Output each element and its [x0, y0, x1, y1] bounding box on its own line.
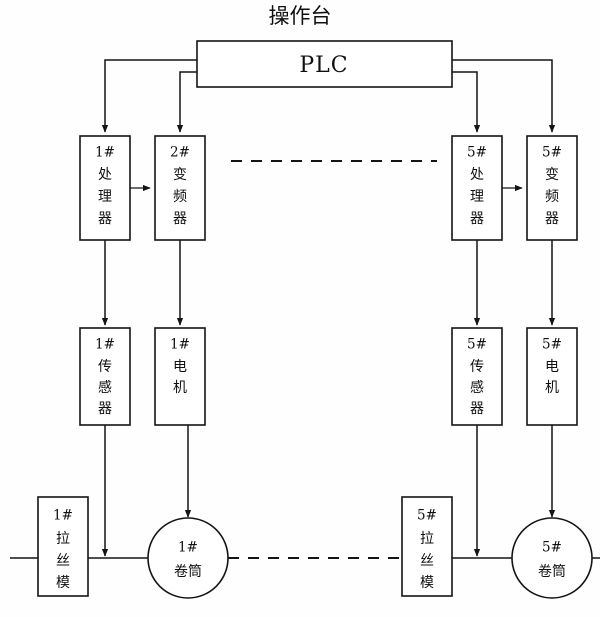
node-inverter-5-line4: 器: [545, 211, 559, 227]
node-sensor-5-line4: 器: [470, 401, 484, 417]
node-sensor-1-line2: 传: [98, 359, 112, 375]
node-die-1[interactable]: [37, 496, 89, 597]
node-processor-5-id: 5#: [467, 145, 487, 161]
node-sensor-1-id: 1#: [95, 337, 115, 353]
node-processor-1-line4: 器: [98, 211, 112, 227]
node-die-5[interactable]: [401, 496, 453, 597]
node-motor-5-id: 5#: [542, 337, 562, 353]
node-drum-1[interactable]: [147, 517, 229, 599]
link-plc-to-processor-5: [452, 71, 481, 133]
node-drum-5-name: 卷筒: [538, 563, 566, 580]
node-motor-1-id: 1#: [170, 337, 190, 353]
page-title: 操作台: [269, 4, 332, 28]
node-inverter-2-line3: 频: [173, 189, 187, 205]
link-plc-to-processor-1: [101, 59, 197, 133]
node-die-5-id: 5#: [417, 508, 437, 524]
node-sensor-5-line3: 感: [470, 379, 484, 396]
node-inverter-5[interactable]: [526, 135, 578, 241]
node-drum-5-id: 5#: [542, 540, 562, 556]
node-die-5-line3: 丝: [420, 553, 434, 569]
node-inverter-2-id: 2#: [170, 145, 190, 161]
node-processor-1-line3: 理: [98, 189, 112, 205]
node-sensor-5-line2: 传: [470, 359, 484, 375]
node-inverter-5-id: 5#: [542, 145, 562, 161]
node-processor-5-line3: 理: [470, 189, 484, 205]
node-sensor-5-id: 5#: [467, 337, 487, 353]
node-inverter-2-line2: 变: [173, 167, 187, 183]
link-plc-to-inverter-2: [176, 71, 197, 133]
node-motor-5-line3: 机: [545, 380, 559, 396]
node-die-1-line4: 模: [56, 575, 70, 591]
plc-box[interactable]: [196, 40, 453, 88]
node-drum-5[interactable]: [511, 517, 593, 599]
node-inverter-5-line2: 变: [545, 167, 559, 183]
link-plc-to-inverter-5: [452, 59, 556, 133]
plc-label: PLC: [299, 53, 348, 78]
node-die-5-line2: 拉: [420, 531, 434, 547]
node-die-5-line4: 模: [420, 575, 434, 591]
node-sensor-1-line3: 感: [98, 379, 112, 396]
node-processor-1-line2: 处: [98, 167, 112, 183]
node-drum-1-name: 卷筒: [174, 563, 202, 580]
node-processor-5-line2: 处: [470, 167, 484, 183]
node-sensor-1-line4: 器: [98, 401, 112, 417]
node-inverter-5-line3: 频: [545, 189, 559, 205]
node-sensor-1[interactable]: [79, 327, 131, 426]
node-motor-1[interactable]: [154, 327, 206, 426]
node-die-1-line2: 拉: [56, 531, 70, 547]
node-die-1-line3: 丝: [56, 553, 70, 569]
node-processor-5-line4: 器: [470, 211, 484, 227]
node-processor-1-id: 1#: [95, 145, 115, 161]
node-drum-1-id: 1#: [178, 540, 198, 556]
node-motor-1-line2: 电: [173, 359, 187, 375]
node-motor-1-line3: 机: [173, 380, 187, 396]
node-motor-5-line2: 电: [545, 359, 559, 375]
node-die-1-id: 1#: [53, 508, 73, 524]
node-inverter-2-line4: 器: [173, 211, 187, 227]
node-processor-1[interactable]: [79, 135, 131, 241]
